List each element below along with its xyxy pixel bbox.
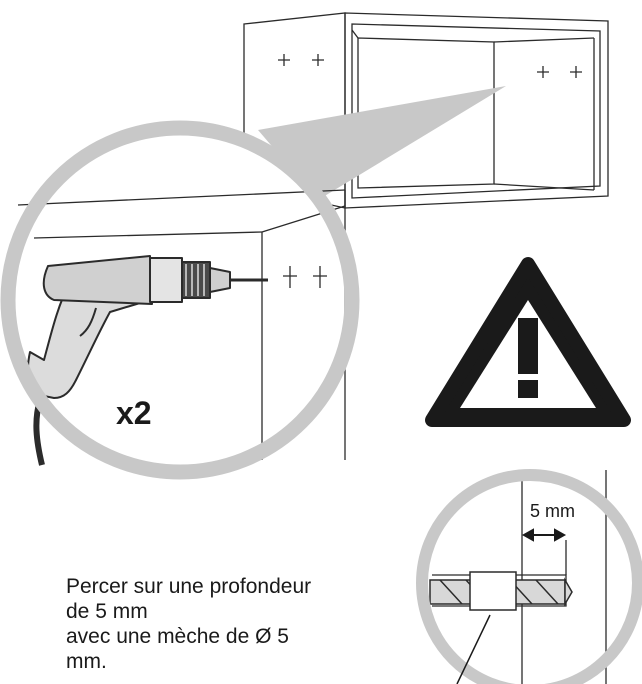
depth-label: 5 mm bbox=[530, 501, 575, 521]
instruction-line-1: Percer sur une profondeur bbox=[66, 575, 312, 598]
instruction-line-4: mm. bbox=[66, 650, 107, 673]
collar-pointer bbox=[456, 614, 491, 684]
instruction-line-3: avec une mèche de Ø 5 bbox=[66, 625, 289, 648]
warning-triangle-icon bbox=[425, 257, 631, 427]
drill-magnifier: x2 bbox=[0, 120, 360, 480]
instruction-line-2: de 5 mm bbox=[66, 600, 148, 623]
quantity-label: x2 bbox=[116, 395, 152, 431]
magnifier-connector bbox=[258, 86, 506, 200]
depth-arrow bbox=[521, 528, 567, 542]
depth-magnifier: 5 mm bbox=[416, 469, 642, 684]
depth-stop-collar bbox=[469, 571, 517, 611]
drilling-instructions: Percer sur une profondeur de 5 mm avec u… bbox=[66, 574, 396, 674]
